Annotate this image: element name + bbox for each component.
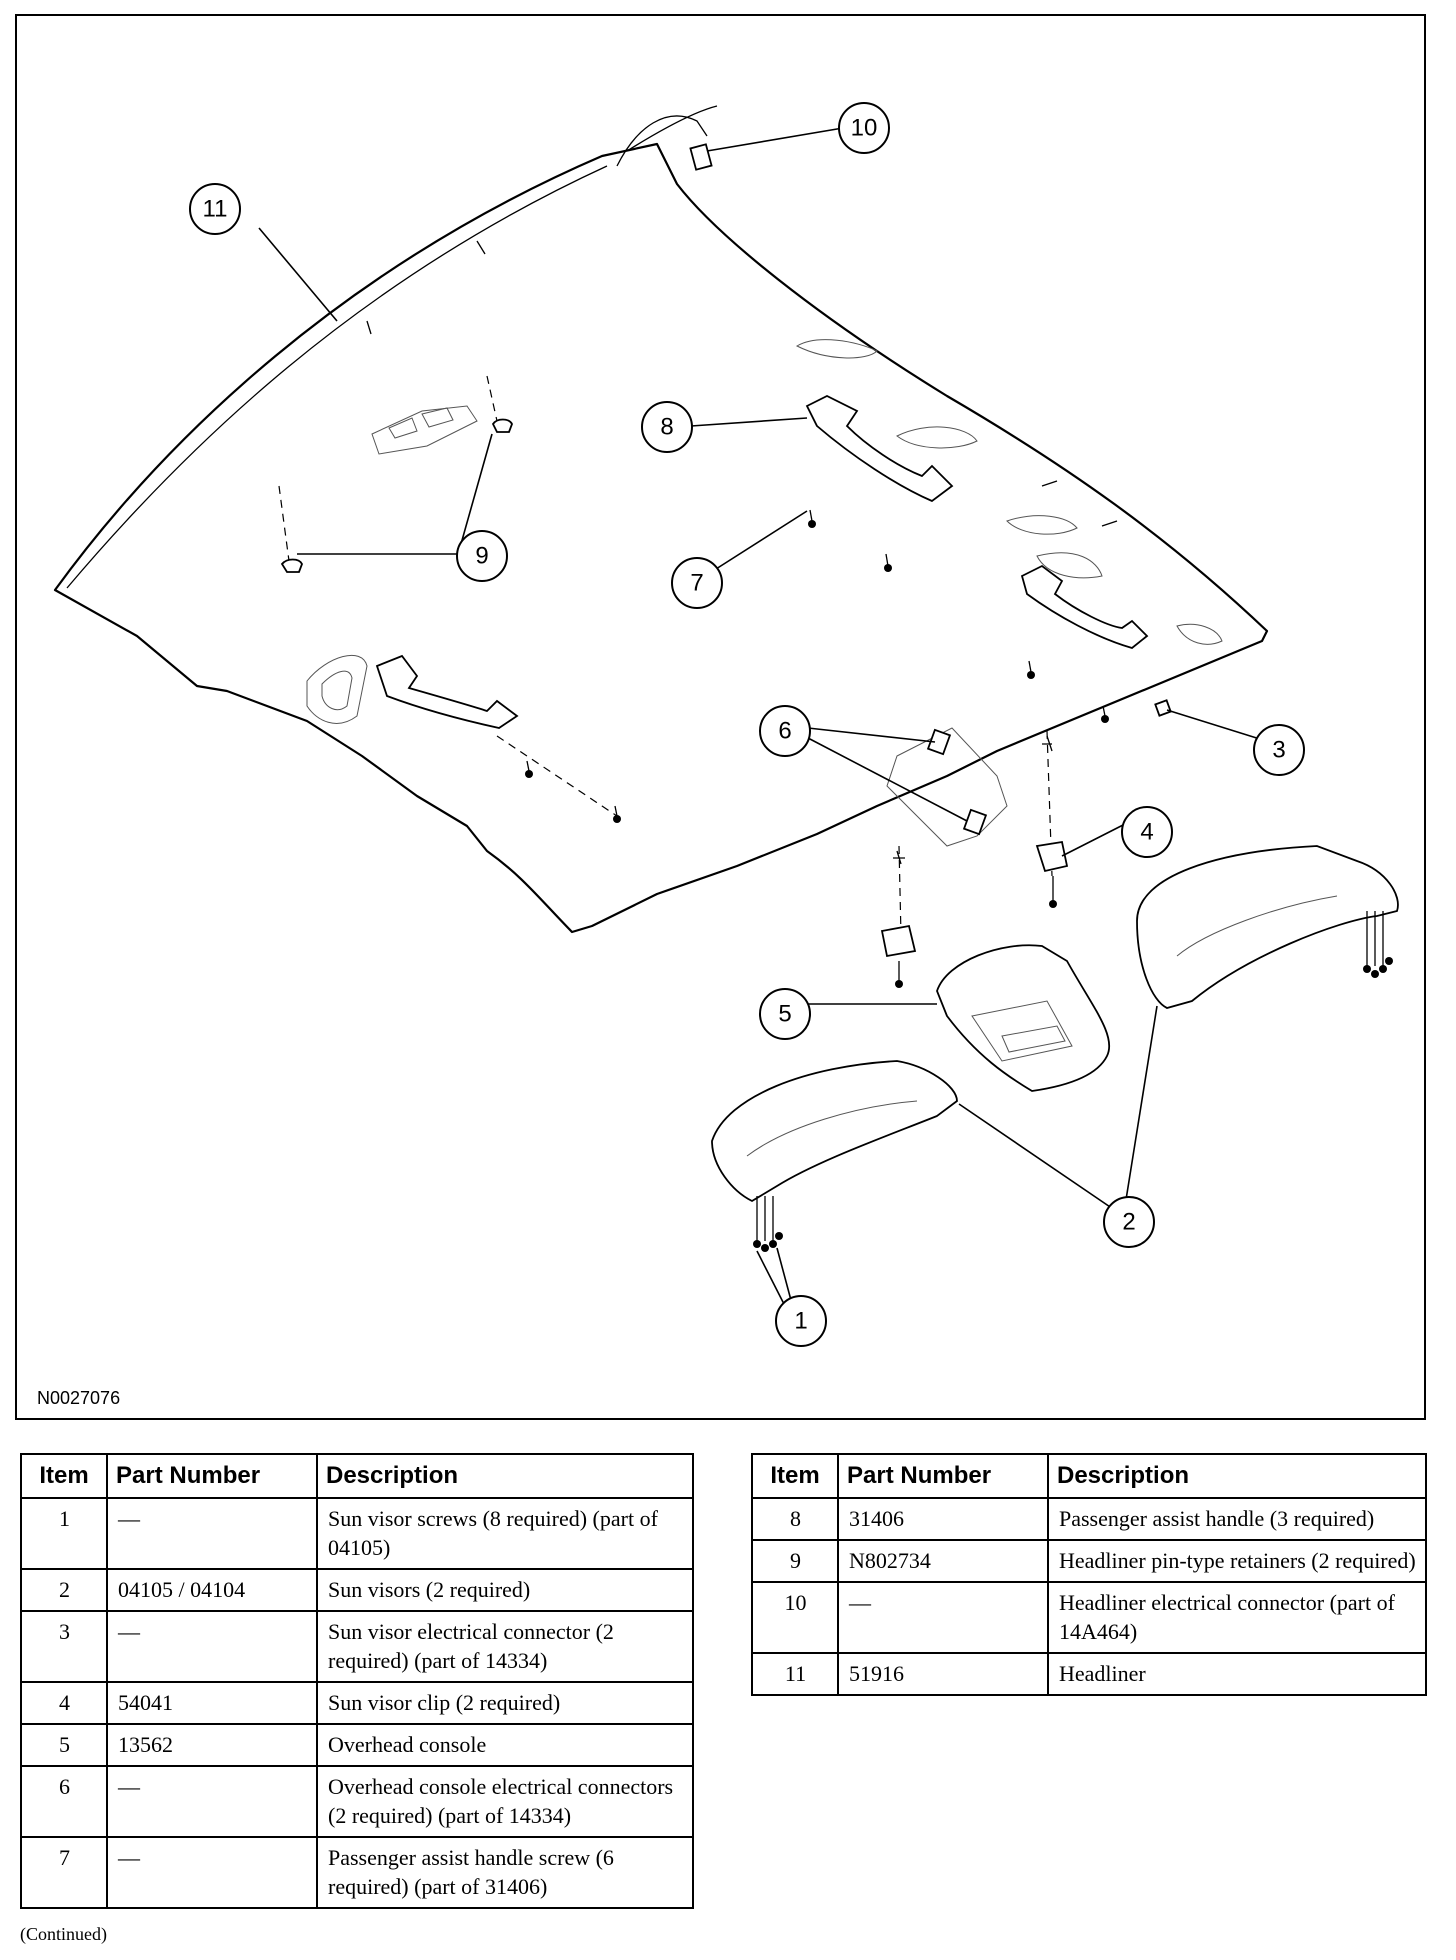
overhead-console — [936, 944, 1111, 1092]
callout-9: 9 — [456, 530, 508, 582]
cell-description: Headliner pin-type retainers (2 required… — [1047, 1539, 1427, 1583]
cell-part-number: — — [106, 1765, 318, 1838]
table-row: 5 13562 Overhead console — [20, 1723, 694, 1767]
table-row: 7 — Passenger assist handle screw (6 req… — [20, 1836, 694, 1909]
callout-1: 1 — [775, 1295, 827, 1347]
assist-handle-front — [805, 394, 954, 503]
table-row: 10 — Headliner electrical connector (par… — [751, 1581, 1427, 1654]
cell-part-number: 13562 — [106, 1723, 318, 1767]
svg-text:6: 6 — [778, 718, 791, 745]
headliner-shape — [53, 105, 1269, 934]
cell-part-number: 51916 — [837, 1652, 1049, 1696]
callout-6: 6 — [759, 705, 811, 757]
callout-8: 8 — [641, 401, 693, 453]
table-row: 6 — Overhead console electrical connecto… — [20, 1765, 694, 1838]
svg-text:10: 10 — [851, 115, 878, 142]
parts-table-right: Item Part Number Description 8 31406 Pas… — [751, 1453, 1427, 1696]
pin-retainers — [278, 375, 513, 573]
header-description: Description — [316, 1453, 694, 1499]
console-connector-area — [886, 727, 1008, 847]
table-row: 3 — Sun visor electrical connector (2 re… — [20, 1610, 694, 1683]
cell-description: Sun visor clip (2 required) — [316, 1681, 694, 1725]
cell-description: Passenger assist handle (3 required) — [1047, 1497, 1427, 1541]
cell-item: 9 — [751, 1539, 839, 1583]
cell-description: Overhead console electrical connectors (… — [316, 1765, 694, 1838]
cell-part-number: — — [837, 1581, 1049, 1654]
sun-visor-right — [1136, 845, 1399, 1009]
cell-item: 1 — [20, 1497, 108, 1570]
cell-part-number: — — [106, 1610, 318, 1683]
callout-4: 4 — [1121, 806, 1173, 858]
table-row: 11 51916 Headliner — [751, 1652, 1427, 1696]
cell-part-number: N802734 — [837, 1539, 1049, 1583]
header-item: Item — [20, 1453, 108, 1499]
callout-10: 10 — [838, 102, 890, 154]
callout-11: 11 — [189, 183, 241, 235]
callout-3: 3 — [1253, 724, 1305, 776]
cell-part-number: 31406 — [837, 1497, 1049, 1541]
header-description: Description — [1047, 1453, 1427, 1499]
svg-text:3: 3 — [1272, 737, 1285, 764]
cell-description: Sun visors (2 required) — [316, 1568, 694, 1612]
svg-text:1: 1 — [794, 1308, 807, 1335]
cell-item: 6 — [20, 1765, 108, 1838]
header-part-number: Part Number — [106, 1453, 318, 1499]
cell-item: 11 — [751, 1652, 839, 1696]
cell-description: Overhead console — [316, 1723, 694, 1767]
assist-handle-rear — [1020, 564, 1149, 649]
figure-id: N0027076 — [37, 1388, 121, 1408]
table-row: 9 N802734 Headliner pin-type retainers (… — [751, 1539, 1427, 1583]
cell-description: Passenger assist handle screw (6 require… — [316, 1836, 694, 1909]
cell-item: 4 — [20, 1681, 108, 1725]
cell-part-number: — — [106, 1497, 318, 1570]
header-item: Item — [751, 1453, 839, 1499]
cell-item: 7 — [20, 1836, 108, 1909]
svg-text:4: 4 — [1140, 819, 1153, 846]
svg-text:11: 11 — [203, 196, 228, 223]
svg-text:7: 7 — [690, 570, 703, 597]
callout-7: 7 — [671, 557, 723, 609]
svg-text:5: 5 — [778, 1001, 791, 1028]
continued-note: (Continued) — [20, 1924, 107, 1944]
callout-2: 2 — [1103, 1196, 1155, 1248]
sun-visor-left — [711, 1060, 958, 1252]
table-row: 2 04105 / 04104 Sun visors (2 required) — [20, 1568, 694, 1612]
svg-text:9: 9 — [475, 543, 488, 570]
cell-item: 3 — [20, 1610, 108, 1683]
sun-visor-connector — [1154, 699, 1172, 717]
cell-description: Sun visor electrical connector (2 requir… — [316, 1610, 694, 1683]
cell-part-number: — — [106, 1836, 318, 1909]
cell-part-number: 04105 / 04104 — [106, 1568, 318, 1612]
parts-table-left: Item Part Number Description 1 — Sun vis… — [20, 1453, 694, 1909]
handle-screws — [496, 509, 1109, 823]
cell-item: 8 — [751, 1497, 839, 1541]
table-header-row: Item Part Number Description — [20, 1453, 694, 1499]
table-header-row: Item Part Number Description — [751, 1453, 1427, 1499]
assist-handle-side — [375, 654, 519, 729]
svg-text:8: 8 — [660, 414, 673, 441]
cell-description: Sun visor screws (8 required) (part of 0… — [316, 1497, 694, 1570]
leader-lines — [258, 127, 1264, 1309]
exploded-diagram-frame: 1 2 3 4 5 6 7 8 9 10 11 N00270 — [15, 14, 1426, 1420]
cell-part-number: 54041 — [106, 1681, 318, 1725]
table-row: 8 31406 Passenger assist handle (3 requi… — [751, 1497, 1427, 1541]
cell-description: Headliner — [1047, 1652, 1427, 1696]
cell-item: 10 — [751, 1581, 839, 1654]
table-row: 1 — Sun visor screws (8 required) (part … — [20, 1497, 694, 1570]
headliner-exploded-drawing: 1 2 3 4 5 6 7 8 9 10 11 — [53, 102, 1399, 1347]
callout-5: 5 — [759, 988, 811, 1040]
cell-description: Headliner electrical connector (part of … — [1047, 1581, 1427, 1654]
table-row: 4 54041 Sun visor clip (2 required) — [20, 1681, 694, 1725]
cell-item: 5 — [20, 1723, 108, 1767]
cell-item: 2 — [20, 1568, 108, 1612]
svg-text:2: 2 — [1122, 1209, 1135, 1236]
header-part-number: Part Number — [837, 1453, 1049, 1499]
visor-clips — [880, 730, 1069, 988]
